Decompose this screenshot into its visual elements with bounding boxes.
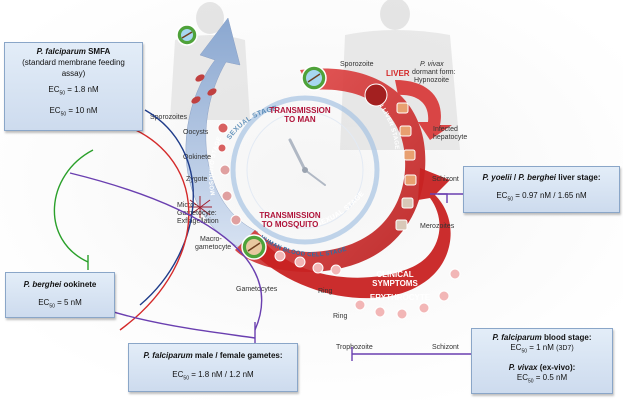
blood-stage-ec50-falciparum: EC50 = 1 nM (3D7) bbox=[510, 343, 574, 355]
label-zygote: Zygote bbox=[186, 176, 208, 183]
smfa-box: P. falciparum SMFA (standard membrane fe… bbox=[4, 42, 143, 131]
label-oocysts: Oocysts bbox=[183, 129, 209, 136]
connector-smfa-red bbox=[114, 121, 190, 331]
connector-ookinete-green bbox=[53, 149, 94, 263]
blood-cells bbox=[274, 250, 461, 320]
label-microgametocyte: Micro- Gametocyte: Exflagellation bbox=[177, 202, 219, 225]
blood-stage-ec50-vivax: EC50 = 0.5 nM bbox=[516, 372, 568, 385]
label-ring-2: Ring bbox=[333, 313, 348, 320]
connector-gametes-purple-1 bbox=[69, 172, 263, 331]
label-schizont-liver: Schizont bbox=[432, 176, 459, 183]
mosquito-icon-sporozoite bbox=[301, 65, 327, 91]
label-gametocytes: Gametocytes bbox=[236, 286, 278, 293]
label-ring-1: Ring bbox=[318, 288, 333, 295]
label-sporozoites: Sporozoites bbox=[150, 114, 187, 121]
label-ookinete: Ookinete bbox=[183, 154, 211, 161]
liver-stage-ec50: EC50 = 0.97 nM / 1.65 nM bbox=[496, 191, 587, 203]
blood-stage-loop bbox=[250, 168, 451, 299]
label-sporozoite: Sporozoite bbox=[340, 61, 374, 68]
mosquito-icon-bottom bbox=[241, 234, 267, 260]
gametes-box: P. falciparum male / female gametes: EC5… bbox=[128, 343, 298, 392]
label-merozoites: Merozoites bbox=[420, 223, 455, 230]
liver-stage-box: P. yoelii / P. berghei liver stage: EC50… bbox=[463, 166, 620, 213]
erythrocyte-label: ERYTHROCYTE bbox=[370, 293, 431, 302]
label-vivax-hypnozoite: P. vivax dormant form: Hypnozoite bbox=[412, 61, 458, 84]
ookinete-ec50: EC50 = 5 nM bbox=[38, 298, 82, 310]
connector-smfa-blue bbox=[139, 109, 194, 306]
smfa-ec50-line-1: EC50 = 1.8 nM bbox=[48, 85, 99, 97]
smfa-title-rest: SMFA bbox=[85, 47, 111, 56]
label-macrogametocyte: Macro- gametocyte bbox=[195, 236, 231, 251]
mosquito-cycle-arrow bbox=[185, 17, 259, 251]
label-trophozoite: Trophozoite bbox=[336, 344, 373, 351]
smfa-ec50-line-2: EC50 = 10 nM bbox=[49, 105, 98, 118]
gametes-ec50: EC50 = 1.8 nM / 1.2 nM bbox=[172, 370, 254, 382]
blood-stage-box: P. falciparum blood stage: EC50 = 1 nM (… bbox=[471, 328, 613, 394]
liver-arrow bbox=[395, 80, 452, 140]
inner-ring bbox=[246, 111, 364, 229]
center-clock-hands bbox=[288, 138, 326, 186]
mosquito-icon-top-left bbox=[176, 24, 198, 46]
label-schizont-blood: Schizont bbox=[432, 344, 459, 351]
liver-cells bbox=[364, 83, 417, 231]
sexual-stage-ring bbox=[230, 95, 380, 245]
ookinete-box: P. berghei ookinete EC50 = 5 nM bbox=[5, 272, 115, 318]
connector-lines bbox=[39, 109, 475, 361]
smfa-subtitle-1: (standard membrane feeding bbox=[22, 58, 125, 67]
label-infected-hepatocyte: Infected hepatocyte bbox=[433, 126, 467, 141]
smfa-subtitle-2: assay) bbox=[61, 69, 86, 78]
smfa-title-italic: P. falciparum bbox=[36, 47, 86, 56]
mosquito-stage-cells bbox=[191, 74, 242, 226]
liver-label: LIVER bbox=[386, 69, 410, 78]
